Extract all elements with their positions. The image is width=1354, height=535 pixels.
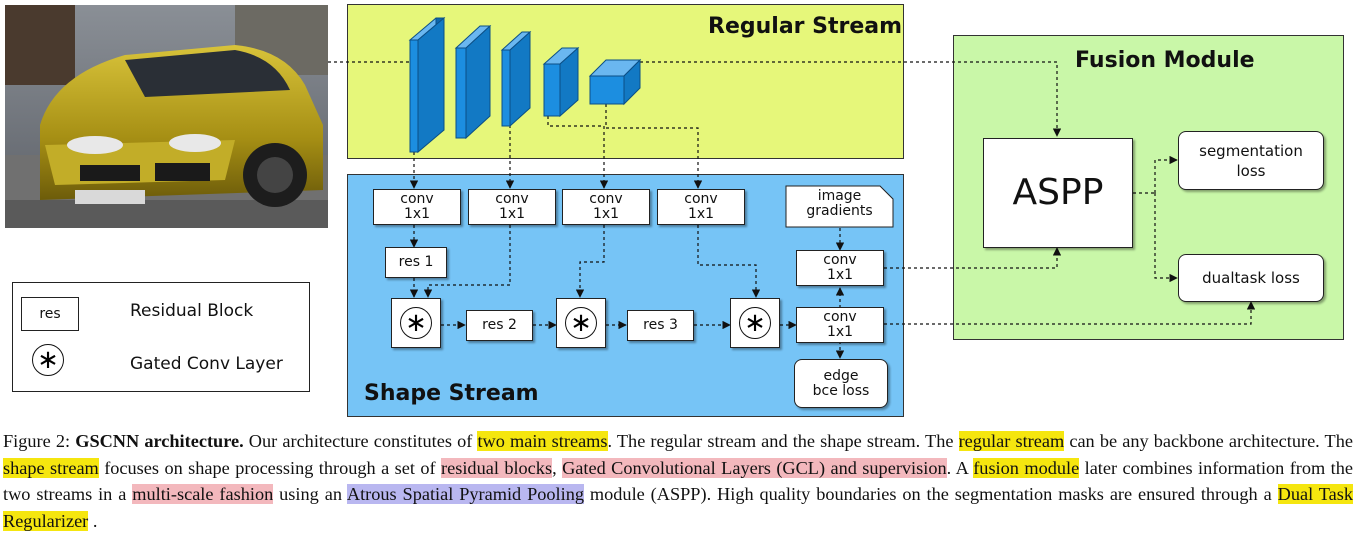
caption-text: . A — [946, 457, 974, 478]
shape-stream-title: Shape Stream — [364, 381, 539, 406]
caption-text: module (ASPP). High quality boundaries o… — [584, 484, 1278, 504]
legend-residual-block-label: Residual Block — [130, 301, 254, 321]
caption-text: Our architecture constitutes of — [243, 431, 478, 451]
legend-gated-conv-label: Gated Conv Layer — [130, 354, 283, 374]
res-block-3: res 3 — [627, 310, 694, 341]
image-gradients-shape — [785, 185, 894, 228]
res-block-2: res 2 — [466, 310, 533, 341]
edge-bce-loss-box: edge bce loss — [794, 359, 888, 408]
caption-text: focuses on shape processing through a se… — [98, 457, 442, 478]
caption-text: later combines information from the two … — [3, 457, 1354, 505]
gate-symbol-icon: ∗ — [739, 307, 771, 339]
fusion-module-title: Fusion Module — [1075, 48, 1255, 73]
gated-conv-layer-1: ∗ — [391, 298, 441, 348]
regular-stream-layers — [408, 16, 642, 154]
image-gradients-label: image gradients — [806, 188, 873, 219]
caption-bold-title: GSCNN architecture. — [75, 431, 244, 451]
segmentation-loss-box: segmentation loss — [1178, 131, 1324, 190]
feature-layer-5 — [588, 58, 642, 106]
caption-prefix: Figure 2: — [3, 431, 76, 451]
highlight-shape-stream: shape stream — [3, 457, 99, 478]
highlight-residual-blocks: residual blocks — [441, 457, 553, 478]
highlight-fusion-module: fusion module — [973, 457, 1080, 478]
feature-layer-1 — [408, 16, 446, 154]
caption-text: . The regular stream and the shape strea… — [607, 431, 959, 451]
gated-conv-layer-2: ∗ — [556, 298, 606, 348]
car-photo — [5, 5, 328, 228]
caption-text: , — [552, 457, 563, 478]
highlight-regular-stream: regular stream — [958, 431, 1065, 451]
aspp-box: ASPP — [983, 138, 1133, 248]
conv-1x1-box-1: conv 1x1 — [373, 189, 461, 225]
caption-text: . — [88, 510, 98, 531]
conv-1x1-box-output: conv 1x1 — [796, 307, 884, 343]
figure-caption: Figure 2: GSCNN architecture. Our archit… — [3, 428, 1354, 534]
conv-1x1-box-4: conv 1x1 — [657, 189, 745, 225]
caption-text: using an — [273, 484, 347, 504]
gate-symbol-icon: ∗ — [400, 307, 432, 339]
highlight-gcl: Gated Convolutional Layers (GCL) and sup… — [562, 457, 947, 478]
caption-text: can be any backbone architecture. The — [1064, 431, 1353, 451]
highlight-multi-scale: multi-scale fashion — [132, 484, 274, 504]
feature-layer-4 — [542, 46, 580, 118]
feature-layer-2 — [454, 24, 492, 140]
conv-1x1-box-3: conv 1x1 — [562, 189, 650, 225]
highlight-aspp: Atrous Spatial Pyramid Pooling — [346, 484, 585, 504]
highlight-two-main-streams: two main streams — [477, 431, 608, 451]
legend: res Residual Block ∗ Gated Conv Layer — [12, 282, 310, 392]
regular-stream-title: Regular Stream — [708, 14, 903, 39]
gated-conv-layer-3: ∗ — [730, 298, 780, 348]
legend-gate-symbol-icon: ∗ — [32, 344, 64, 376]
feature-layer-3 — [500, 30, 532, 128]
res-block-1: res 1 — [385, 247, 447, 278]
gate-symbol-icon: ∗ — [565, 307, 597, 339]
dualtask-loss-box: dualtask loss — [1178, 254, 1324, 302]
legend-res-box: res — [21, 297, 79, 331]
conv-1x1-box-2: conv 1x1 — [468, 189, 556, 225]
conv-1x1-box-gradients: conv 1x1 — [796, 250, 884, 286]
